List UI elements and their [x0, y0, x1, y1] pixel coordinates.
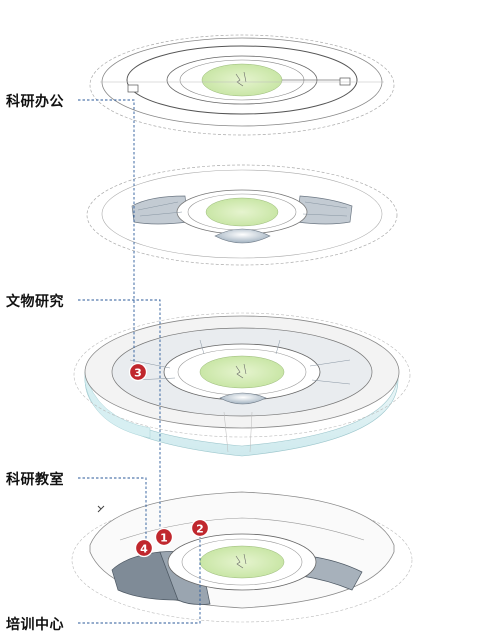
dome-skylight — [219, 392, 267, 405]
leader-research-classroom — [78, 477, 147, 545]
level-research-office — [89, 34, 395, 136]
north-arrow — [97, 505, 105, 513]
svg-text:2: 2 — [196, 523, 204, 536]
roof-ring — [126, 45, 358, 115]
marker-1: 1 — [154, 527, 174, 547]
leader-research-office — [78, 99, 135, 370]
label-research-office: 科研办公 — [6, 94, 64, 110]
outer-dashed-ring — [89, 34, 395, 136]
glass-band — [84, 371, 151, 439]
courtyard-tree — [235, 553, 247, 569]
marker-4: 4 — [134, 538, 154, 558]
marker-3: 3 — [128, 362, 148, 382]
glass-facade — [84, 371, 399, 457]
courtyard-tree — [235, 71, 247, 87]
svg-text:4: 4 — [140, 543, 148, 556]
outer-dashed-ring — [73, 312, 411, 438]
leader-training-center — [78, 530, 201, 624]
label-research-classroom: 科研教室 — [6, 472, 64, 488]
right-wing — [301, 555, 363, 591]
level-ground-floor — [71, 491, 413, 623]
dome-skylight — [214, 228, 271, 244]
marker-2: 2 — [190, 518, 210, 538]
level-second-floor — [86, 164, 398, 266]
label-relic-research: 文物研究 — [6, 294, 64, 310]
courtyard-tree — [235, 363, 247, 379]
stair-block — [339, 77, 351, 86]
courtyard-green — [199, 355, 285, 389]
courtyard-green — [201, 63, 283, 97]
svg-text:3: 3 — [134, 367, 142, 380]
label-training-center: 培训中心 — [6, 617, 64, 633]
stair-block — [127, 84, 139, 93]
svg-text:1: 1 — [160, 532, 168, 545]
courtyard-green — [205, 197, 279, 227]
inner-ring-2 — [181, 538, 303, 586]
leader-relic-research — [78, 299, 161, 535]
courtyard-green — [199, 545, 285, 579]
level-relic-research — [73, 312, 411, 457]
outer-dashed-ring — [86, 164, 398, 266]
leader-lines — [78, 99, 201, 624]
